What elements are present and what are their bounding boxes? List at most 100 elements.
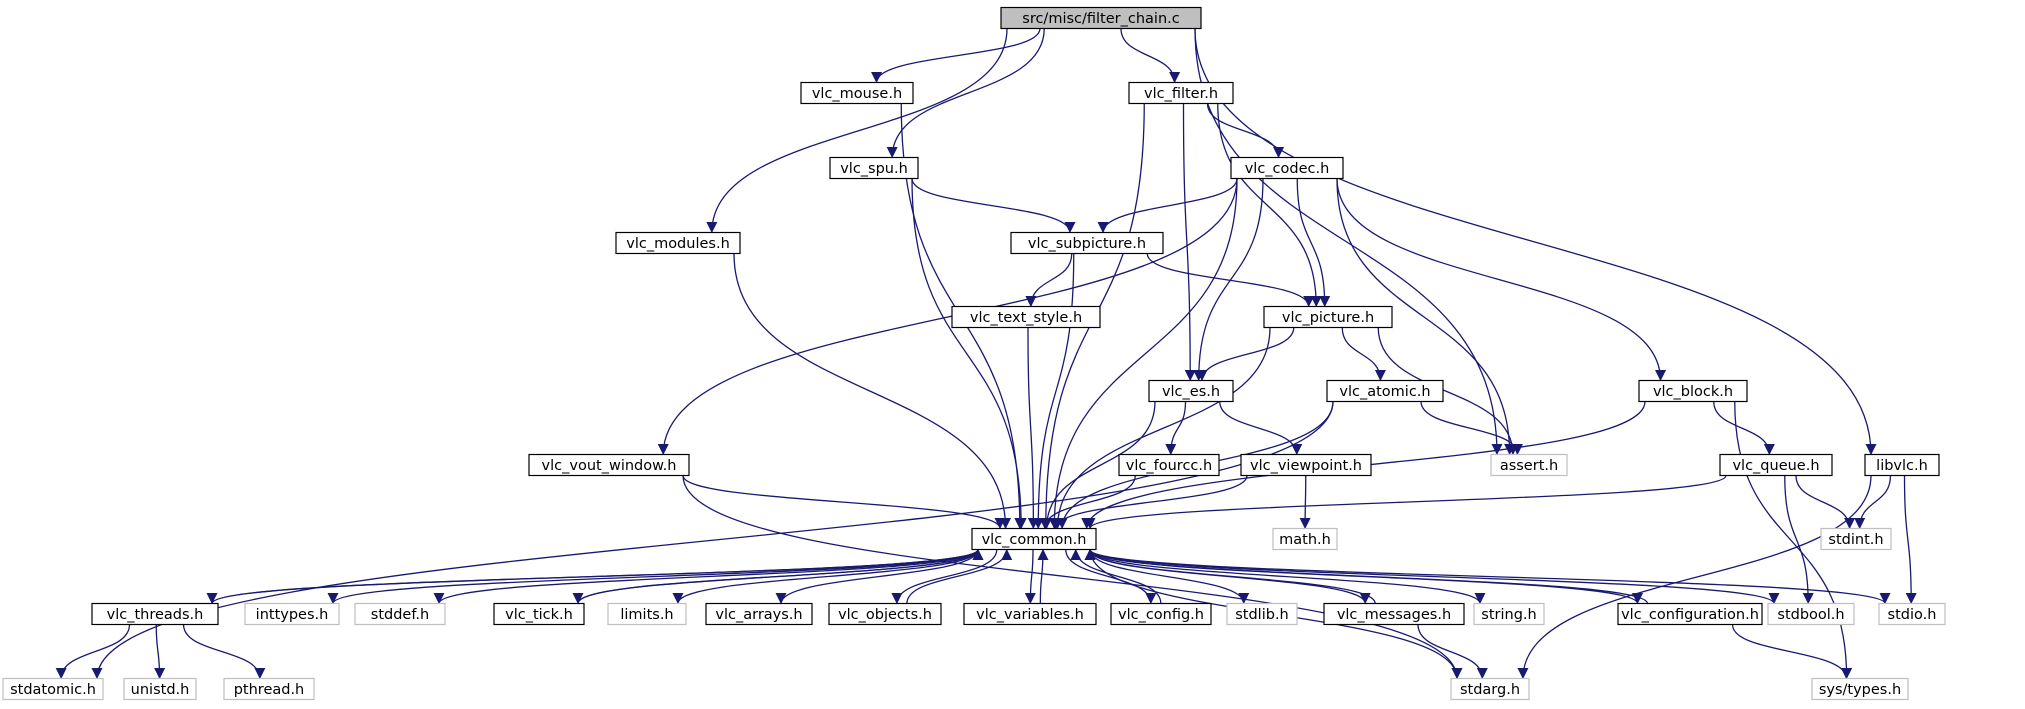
edge-vlc_objects-to-vlc_common <box>906 548 1013 604</box>
node-vlc-tick[interactable]: vlc_tick.h <box>493 602 585 626</box>
node-math: math.h <box>1272 527 1338 551</box>
edge-vlc_tick-to-vlc_common <box>577 548 984 604</box>
node-vlc-text-style[interactable]: vlc_text_style.h <box>951 305 1101 329</box>
node-label: sys/types.h <box>1819 682 1901 698</box>
node-stddef: stddef.h <box>354 602 446 626</box>
node-vlc-mouse[interactable]: vlc_mouse.h <box>800 81 914 105</box>
node-vlc-fourcc[interactable]: vlc_fourcc.h <box>1118 453 1220 477</box>
edge-vlc_modules-to-vlc_common <box>733 253 1012 530</box>
node-libvlc[interactable]: libvlc.h <box>1864 453 1940 477</box>
node-label: stdatomic.h <box>10 682 96 698</box>
node-vlc-filter[interactable]: vlc_filter.h <box>1128 81 1234 105</box>
node-vlc-objects[interactable]: vlc_objects.h <box>828 602 942 626</box>
edge-vlc_codec-to-vlc_picture <box>1296 178 1331 308</box>
node-vlc-configuration[interactable]: vlc_configuration.h <box>1617 602 1763 626</box>
edge-vlc_config-to-vlc_common <box>1070 548 1162 604</box>
edge-vlc_picture-to-vlc_atomic <box>1341 327 1386 382</box>
edge-vlc_common-to-vlc_config <box>1065 549 1157 605</box>
edge-vlc_text_style-to-vlc_common <box>1027 327 1039 530</box>
node-box <box>1719 453 1833 477</box>
node-filter-chain[interactable]: src/misc/filter_chain.c <box>1000 6 1202 30</box>
node-box <box>951 305 1101 329</box>
node-pthread: pthread.h <box>223 677 315 701</box>
node-label: inttypes.h <box>256 607 329 623</box>
node-box <box>1638 379 1748 403</box>
node-box <box>1010 231 1164 255</box>
node-box <box>1326 379 1444 403</box>
node-vlc-messages[interactable]: vlc_messages.h <box>1323 602 1465 626</box>
node-vlc-codec[interactable]: vlc_codec.h <box>1230 156 1344 180</box>
edge-vlc_configuration-to-vlc_common <box>1084 548 1649 605</box>
edge-vlc_vout_window-to-vlc_common <box>682 475 1006 530</box>
node-label: math.h <box>1279 532 1331 548</box>
node-label: vlc_es.h <box>1162 384 1220 400</box>
edge-libvlc-to-stdarg <box>1517 475 1872 680</box>
node-label: vlc_arrays.h <box>715 607 802 623</box>
node-box <box>1617 602 1763 626</box>
node-box <box>1878 602 1946 626</box>
edge-vlc_subpicture-to-vlc_picture <box>1146 253 1315 308</box>
node-vlc-vout-window[interactable]: vlc_vout_window.h <box>528 453 690 477</box>
edge-vlc_codec-to-vlc_es <box>1193 178 1264 382</box>
edge-vlc_spu-to-vlc_common <box>911 178 1027 530</box>
node-box <box>528 453 690 477</box>
node-label: vlc_config.h <box>1118 607 1204 623</box>
node-label: pthread.h <box>234 682 305 698</box>
edge-vlc_atomic-to-stdatomic <box>91 401 1334 680</box>
edge-vlc_common-to-vlc_variables <box>1024 549 1036 605</box>
node-label: vlc_threads.h <box>107 607 204 623</box>
edge-vlc_common-to-stddef <box>433 549 979 605</box>
node-box <box>244 602 340 626</box>
node-vlc-spu[interactable]: vlc_spu.h <box>829 156 919 180</box>
node-limits: limits.h <box>607 602 687 626</box>
edge-vlc_filter-to-vlc_es <box>1182 103 1196 382</box>
edge-vlc_codec-to-vlc_block <box>1336 178 1666 382</box>
node-box <box>354 602 446 626</box>
node-vlc-viewpoint[interactable]: vlc_viewpoint.h <box>1240 453 1372 477</box>
node-box <box>123 677 197 701</box>
node-label: string.h <box>1481 607 1536 623</box>
edge-vlc_common-to-limits <box>672 549 979 605</box>
node-stdint: stdint.h <box>1820 527 1892 551</box>
node-box <box>1000 6 1202 30</box>
edge-vlc_common-to-vlc_objects <box>891 549 998 605</box>
node-vlc-common[interactable]: vlc_common.h <box>971 527 1097 551</box>
node-vlc-arrays[interactable]: vlc_arrays.h <box>705 602 813 626</box>
edge-vlc_common-to-stdbool <box>1089 548 1780 605</box>
edge-vlc_picture-to-vlc_es <box>1196 327 1295 382</box>
node-stdatomic: stdatomic.h <box>2 677 104 701</box>
node-label: vlc_variables.h <box>976 607 1084 623</box>
node-vlc-atomic[interactable]: vlc_atomic.h <box>1326 379 1444 403</box>
edge-vlc_es-to-vlc_fourcc <box>1165 401 1187 456</box>
node-assert: assert.h <box>1490 453 1568 477</box>
edge-vlc_codec-to-vlc_vout_window <box>657 178 1238 456</box>
node-vlc-config[interactable]: vlc_config.h <box>1110 602 1212 626</box>
node-box <box>1820 527 1892 551</box>
node-vlc-es[interactable]: vlc_es.h <box>1148 379 1234 403</box>
edge-vlc_spu-to-vlc_subpicture <box>911 178 1076 234</box>
edge-vlc_threads-to-pthread <box>182 624 266 680</box>
node-box <box>1490 453 1568 477</box>
edge-vlc_messages-to-vlc_common <box>1084 548 1376 604</box>
node-stdio: stdio.h <box>1878 602 1946 626</box>
node-label: stddef.h <box>371 607 429 623</box>
edge-vlc_variables-to-vlc_common <box>1037 548 1049 604</box>
node-vlc-threads[interactable]: vlc_threads.h <box>91 602 219 626</box>
edge-vlc_viewpoint-to-math <box>1299 475 1311 530</box>
node-vlc-variables[interactable]: vlc_variables.h <box>963 602 1097 626</box>
edge-vlc_es-to-vlc_viewpoint <box>1219 401 1303 456</box>
node-box <box>1767 602 1855 626</box>
node-vlc-modules[interactable]: vlc_modules.h <box>615 231 741 255</box>
node-vlc-subpicture[interactable]: vlc_subpicture.h <box>1010 231 1164 255</box>
edge-filter_chain-to-vlc_mouse <box>871 28 1041 84</box>
edge-vlc_codec-to-assert <box>1336 178 1516 456</box>
node-label: stdbool.h <box>1777 607 1844 623</box>
node-vlc-block[interactable]: vlc_block.h <box>1638 379 1748 403</box>
node-vlc-picture[interactable]: vlc_picture.h <box>1263 305 1393 329</box>
node-vlc-queue[interactable]: vlc_queue.h <box>1719 453 1833 477</box>
node-label: vlc_vout_window.h <box>542 458 677 474</box>
node-box <box>493 602 585 626</box>
node-box <box>607 602 687 626</box>
node-label: vlc_messages.h <box>1337 607 1451 623</box>
